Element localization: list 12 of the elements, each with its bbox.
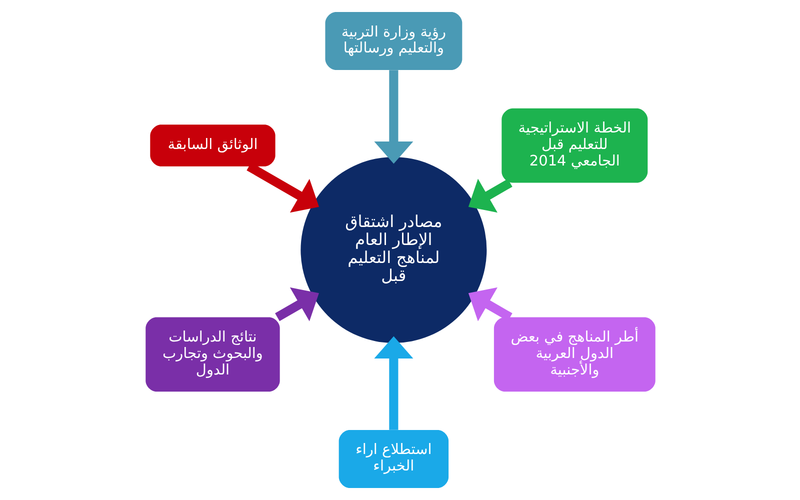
node-box: نتائج الدراسات والبحوث وتجارب الدول (145, 317, 280, 392)
arrow (274, 287, 318, 322)
node-box: رؤية وزارة التربية والتعليم ورسالتها (324, 12, 462, 70)
node-box: استطلاع اراء الخبراء (338, 430, 448, 488)
arrow (374, 336, 413, 430)
arrow (468, 287, 512, 322)
node-box: الخطة الاستراتيجية للتعليم قبل الجامعي 2014 (501, 108, 648, 183)
node-circle: مصادر اشتقاق الإطار العام لمناهج التعليم قبل (300, 157, 486, 343)
arrow (468, 178, 512, 213)
node-box: الوثائق السابقة (150, 124, 275, 166)
node-box: أطر المناهج في بعض الدول العربية والأجنبية (493, 317, 655, 392)
arrow (374, 70, 413, 164)
